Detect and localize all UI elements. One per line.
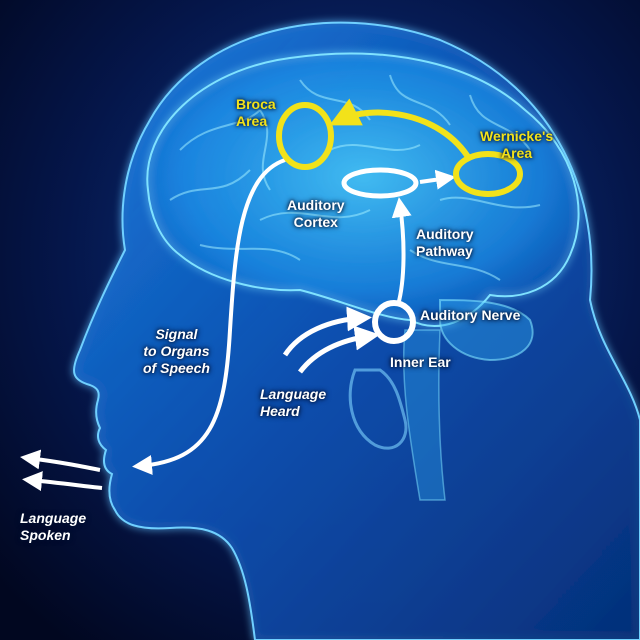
wernicke-area-ring	[453, 151, 523, 197]
broca-label-line-2: Area	[236, 113, 268, 129]
auditory-pathway-arrow	[391, 197, 412, 306]
arrows	[20, 98, 473, 492]
auditory-pathway-line-2: Pathway	[416, 243, 473, 259]
signal-line-2: to Organs	[143, 343, 210, 359]
auditory-pathway-line-1: Auditory	[416, 226, 474, 242]
signal-line-3: of Speech	[143, 360, 210, 376]
language-spoken-label: Language Spoken	[20, 510, 86, 544]
broca-area-ring	[276, 102, 334, 170]
auditory-cortex-ring	[341, 167, 419, 199]
signal-to-speech-arrow	[132, 158, 286, 475]
ear-shape	[348, 368, 408, 450]
language-heard-arrow-2	[298, 325, 380, 374]
wernicke-area-label: Wernicke's Area	[480, 128, 553, 162]
auditory-pathway-label: Auditory Pathway	[416, 226, 474, 260]
language-heard-line-1: Language	[260, 386, 327, 402]
auditory-nerve-label: Auditory Nerve	[420, 307, 521, 323]
language-spoken-arrow-2	[22, 471, 103, 492]
wernicke-label-line-1: Wernicke's	[480, 128, 554, 144]
language-spoken-line-1: Language	[20, 510, 87, 526]
language-heard-line-2: Heard	[260, 403, 300, 419]
language-heard-label: Language Heard	[260, 386, 326, 420]
language-spoken-arrow-1	[20, 449, 101, 472]
signal-to-speech-label: Signal to Organs of Speech	[143, 326, 210, 377]
auditory-cortex-line-2: Cortex	[293, 214, 338, 230]
broca-label-line-1: Broca	[236, 96, 276, 112]
inner-ear-ring	[372, 300, 416, 344]
cerebellum	[439, 298, 534, 362]
wernicke-label-line-2: Area	[500, 145, 533, 161]
inner-ear-label: Inner Ear	[390, 354, 451, 370]
language-heard-arrow-1	[282, 306, 372, 357]
signal-line-1: Signal	[155, 326, 198, 342]
auditory-cortex-label: Auditory Cortex	[287, 197, 345, 231]
brain-shape	[146, 52, 580, 327]
language-spoken-line-2: Spoken	[20, 527, 71, 543]
auditory-cortex-line-1: Auditory	[287, 197, 345, 213]
brainstem	[402, 329, 446, 501]
broca-area-label: Broca Area	[236, 96, 276, 130]
cortex-to-wernicke-arrow	[419, 169, 456, 190]
wernicke-to-broca-arrow	[329, 98, 473, 162]
